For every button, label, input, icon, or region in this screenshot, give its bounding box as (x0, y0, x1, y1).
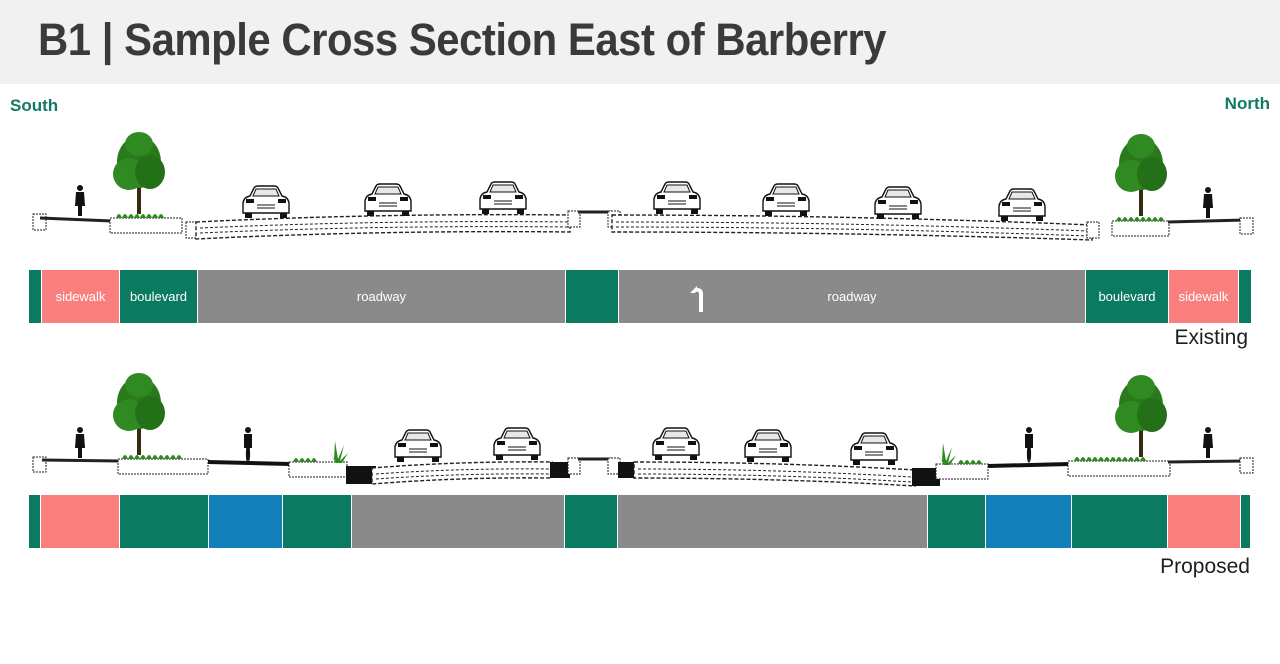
pedestrian-icon (1203, 427, 1213, 458)
segment-boulevard (1072, 495, 1168, 548)
segment-boulevard: boulevard (120, 270, 198, 323)
title-bar: B1 | Sample Cross Section East of Barber… (0, 0, 1280, 84)
grass-icon (328, 441, 348, 463)
car-icon (744, 429, 792, 463)
car-icon (242, 185, 290, 219)
segment-roadway (618, 495, 928, 548)
pedestrian-icon (1203, 187, 1213, 218)
segment-sidewalk: sidewalk (42, 270, 120, 323)
segment-bike-lane (209, 495, 283, 548)
segment-buffer (928, 495, 986, 548)
left-turn-arrow-icon (690, 286, 703, 312)
segment-sidewalk (41, 495, 120, 548)
proposed-section-strip (29, 495, 1250, 548)
car-icon (762, 183, 810, 217)
segment-bike-lane (986, 495, 1072, 548)
segment-roadway (352, 495, 565, 548)
segment-median (566, 270, 619, 323)
car-icon (394, 429, 442, 463)
pedestrian-icon (75, 185, 85, 216)
proposed-section-drawing (32, 373, 1254, 487)
segment-boulevard: boulevard (1086, 270, 1169, 323)
segment-curb (29, 495, 41, 548)
direction-label-north: North (1224, 94, 1270, 113)
segment-curb (29, 270, 42, 323)
proposed-caption: Proposed (1160, 555, 1250, 578)
segment-buffer (283, 495, 352, 548)
page-title: B1 | Sample Cross Section East of Barber… (38, 14, 887, 65)
existing-section-drawing (32, 132, 1254, 241)
segment-roadway: roadway (619, 270, 1086, 323)
car-icon (364, 183, 412, 217)
segment-roadway: roadway (198, 270, 566, 323)
car-icon (874, 186, 922, 220)
car-icon (479, 181, 527, 215)
direction-label-south: South (10, 96, 59, 115)
tree-icon (1115, 375, 1167, 457)
segment-curb (1241, 495, 1250, 548)
cyclist-icon (242, 425, 254, 464)
grass-icon (936, 443, 956, 465)
segment-curb (1239, 270, 1251, 323)
segment-median (565, 495, 618, 548)
cyclist-icon (1023, 425, 1035, 464)
pedestrian-icon (75, 427, 85, 458)
car-icon (850, 432, 898, 466)
tree-icon (113, 373, 165, 455)
car-icon (652, 427, 700, 461)
car-icon (653, 181, 701, 215)
car-icon (998, 188, 1046, 222)
existing-caption: Existing (1174, 326, 1248, 349)
segment-sidewalk: sidewalk (1169, 270, 1239, 323)
segment-boulevard (120, 495, 209, 548)
tree-icon (1115, 134, 1167, 216)
tree-icon (113, 132, 165, 214)
segment-sidewalk (1168, 495, 1241, 548)
car-icon (493, 427, 541, 461)
